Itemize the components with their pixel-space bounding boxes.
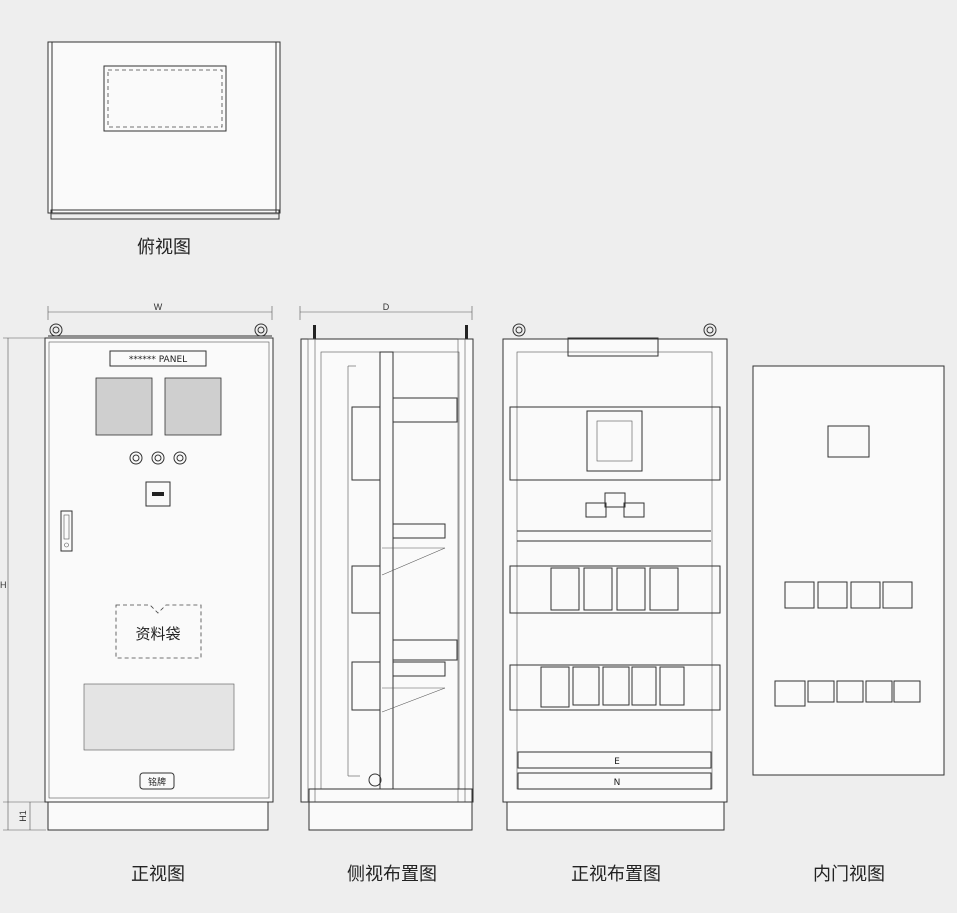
top-view-caption: 俯视图 bbox=[137, 237, 191, 258]
depth-dimension-label: D bbox=[383, 302, 390, 312]
neutral-busbar-label: N bbox=[614, 778, 621, 788]
height-dimension-label: H bbox=[0, 580, 7, 590]
top-view bbox=[47, 41, 281, 220]
base-height-label: H1 bbox=[18, 810, 28, 822]
inner-door-view bbox=[752, 365, 945, 776]
earth-busbar-label: E bbox=[614, 757, 620, 767]
width-dimension-label: W bbox=[154, 302, 163, 312]
inner-door-caption: 内门视图 bbox=[813, 864, 885, 885]
front-view bbox=[3, 306, 274, 831]
side-layout-view bbox=[299, 306, 474, 831]
front-layout-view bbox=[502, 323, 728, 831]
nameplate-top-text: ****** PANEL bbox=[129, 355, 187, 365]
document-pocket-label: 资料袋 bbox=[135, 625, 180, 643]
front-layout-caption: 正视布置图 bbox=[571, 864, 661, 885]
front-view-caption: 正视图 bbox=[131, 864, 185, 885]
side-layout-caption: 侧视布置图 bbox=[347, 864, 437, 885]
nameplate-bottom-label: 铭牌 bbox=[148, 776, 166, 788]
